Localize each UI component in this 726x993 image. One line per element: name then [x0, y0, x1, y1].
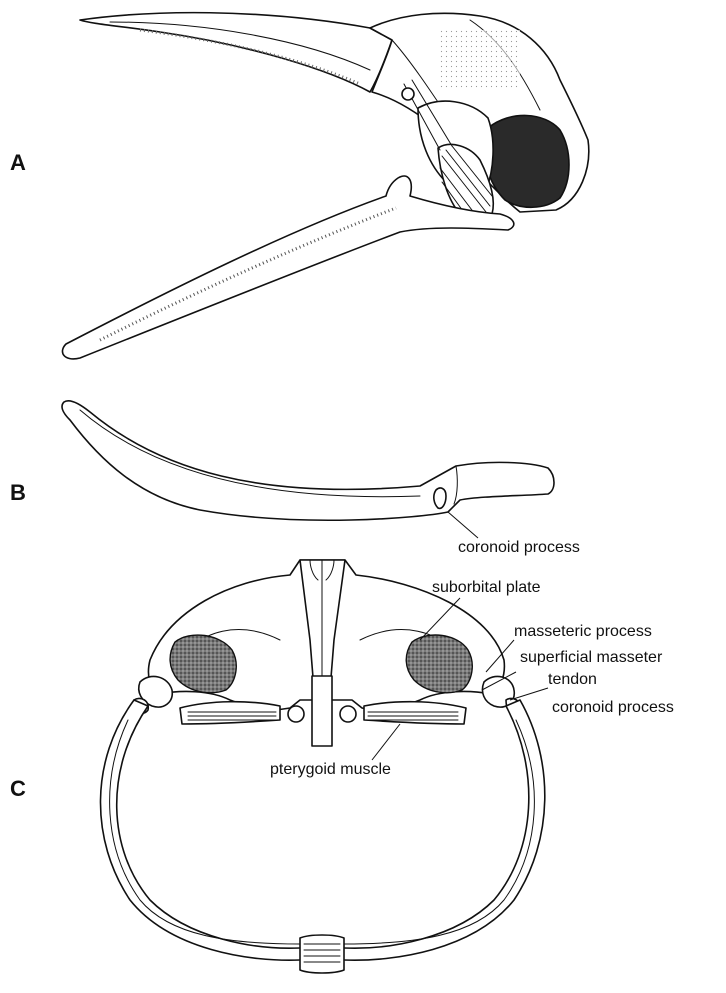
orbit-region: [485, 115, 569, 207]
pterygoid-right: [364, 702, 466, 724]
symphysis: [300, 935, 344, 973]
label-superficial-masseter-line2: tendon: [548, 671, 597, 688]
panel-a-skull-lateral: [62, 13, 588, 359]
label-masseteric-process: masseteric process: [514, 623, 652, 640]
mandible-dorsal: [62, 401, 554, 521]
pterygoid-left: [180, 702, 280, 724]
panel-label-b: B: [10, 480, 26, 505]
panel-b-mandible: [62, 401, 554, 538]
coronoid-process-b: [434, 488, 446, 508]
label-suborbital-plate: suborbital plate: [432, 579, 541, 596]
panel-label-c: C: [10, 776, 26, 801]
label-superficial-masseter-line1: superficial masseter: [520, 649, 663, 666]
mandible: [62, 176, 513, 359]
panel-label-a: A: [10, 150, 26, 175]
label-pterygoid-muscle: pterygoid muscle: [270, 761, 391, 778]
rostrum: [80, 13, 392, 92]
label-coronoid-process-b: coronoid process: [458, 539, 580, 556]
label-coronoid-process-c: coronoid process: [552, 699, 674, 716]
